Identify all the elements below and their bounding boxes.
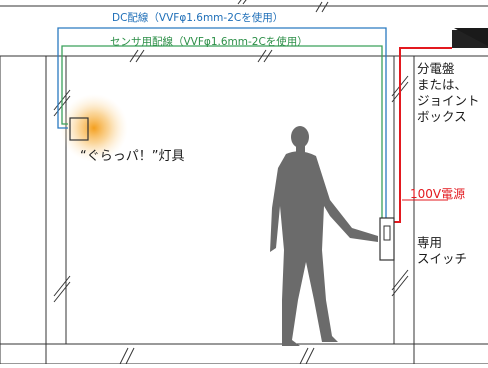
lamp-fixture [69, 117, 89, 141]
switch-label-line2: スイッチ [417, 251, 468, 266]
panel-label-line2: または、 [417, 77, 468, 92]
dc-wiring-label: DC配線（VVFφ1.6mm-2Cを使用） [112, 12, 284, 24]
panel-label-line3: ジョイント [417, 94, 480, 108]
lamp-glow [60, 94, 128, 162]
panel-wedge [454, 28, 488, 46]
person-silhouette [270, 126, 378, 346]
lamp-label: “ぐらっパ！”灯具 [80, 149, 185, 164]
power-source-label: 100V電源 [410, 187, 466, 201]
power-wire [392, 47, 452, 223]
switch-toggle [383, 225, 391, 241]
panel-label-line1: 分電盤 [417, 61, 455, 76]
panel-label-line4: ボックス [417, 109, 467, 124]
switch-label-line1: 専用 [417, 235, 443, 250]
sensor-wiring-label: センサ用配線（VVFφ1.6mm-2Cを使用） [110, 36, 308, 48]
